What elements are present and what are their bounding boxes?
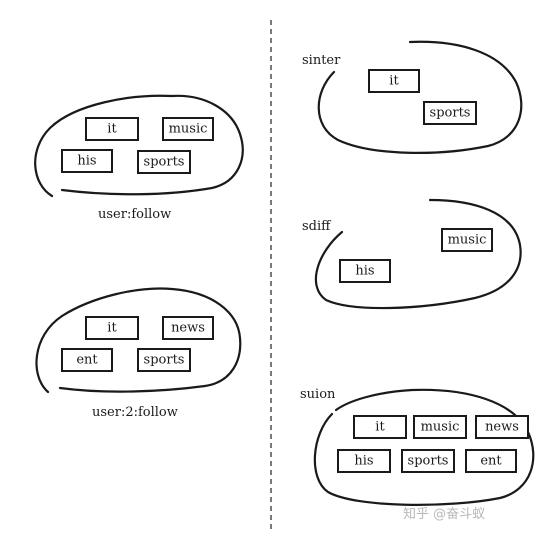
set-outline bbox=[317, 40, 523, 154]
tag-news: news bbox=[475, 415, 529, 439]
set-outline bbox=[34, 94, 244, 198]
svg-text:it: it bbox=[375, 420, 385, 435]
set-outline bbox=[314, 198, 522, 310]
set-sinter: sinter it sports bbox=[302, 40, 523, 154]
tag-his: his bbox=[339, 259, 391, 283]
tag-ent: ent bbox=[465, 449, 517, 473]
tag-it: it bbox=[368, 69, 420, 93]
svg-text:sports: sports bbox=[144, 353, 185, 368]
tag-music: music bbox=[162, 117, 214, 141]
svg-text:his: his bbox=[77, 154, 96, 169]
set-user-2-follow: it news ent sports user:2:follow bbox=[35, 287, 242, 420]
tag-news: news bbox=[162, 316, 214, 340]
tag-sports: sports bbox=[137, 150, 191, 174]
set-label: user:follow bbox=[98, 207, 171, 222]
svg-text:news: news bbox=[485, 420, 519, 435]
tag-music: music bbox=[413, 415, 467, 439]
set-outline bbox=[35, 287, 242, 394]
svg-text:sports: sports bbox=[408, 454, 449, 469]
tag-ent: ent bbox=[61, 348, 113, 372]
tag-music: music bbox=[441, 228, 493, 252]
tag-it: it bbox=[353, 415, 407, 439]
svg-text:it: it bbox=[107, 122, 117, 137]
svg-text:it: it bbox=[107, 321, 117, 336]
tag-it: it bbox=[85, 316, 139, 340]
svg-text:it: it bbox=[389, 74, 399, 89]
svg-text:ent: ent bbox=[76, 353, 98, 368]
set-label: sdiff bbox=[302, 219, 332, 234]
set-sdiff: sdiff music his bbox=[302, 198, 522, 310]
svg-text:sports: sports bbox=[430, 106, 471, 121]
svg-text:music: music bbox=[421, 420, 460, 435]
tag-his: his bbox=[337, 449, 391, 473]
set-user-follow: it music his sports user:follow bbox=[34, 94, 244, 222]
watermark: 知乎 @奋斗蚁 bbox=[403, 506, 485, 522]
svg-text:his: his bbox=[354, 454, 373, 469]
tag-his: his bbox=[61, 149, 113, 173]
set-outline bbox=[313, 388, 535, 506]
tag-it: it bbox=[85, 117, 139, 141]
svg-text:music: music bbox=[169, 122, 208, 137]
tag-sports: sports bbox=[137, 348, 191, 372]
svg-text:news: news bbox=[171, 321, 205, 336]
tag-sports: sports bbox=[423, 101, 477, 125]
svg-text:his: his bbox=[355, 264, 374, 279]
set-label: suion bbox=[300, 387, 336, 402]
set-label: user:2:follow bbox=[92, 405, 178, 420]
svg-text:music: music bbox=[448, 233, 487, 248]
svg-text:ent: ent bbox=[480, 454, 502, 469]
svg-text:sports: sports bbox=[144, 155, 185, 170]
tag-sports: sports bbox=[401, 449, 455, 473]
set-suion: suion it music news his sports ent bbox=[300, 387, 535, 506]
set-label: sinter bbox=[302, 53, 341, 68]
